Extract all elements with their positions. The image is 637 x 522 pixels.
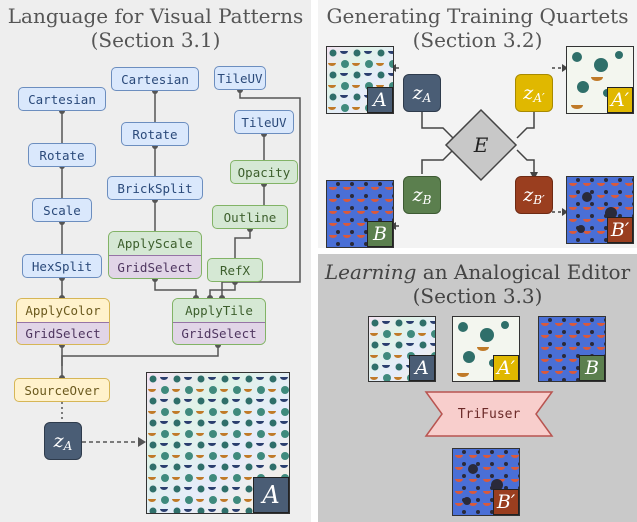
trifuser-block: TriFuser: [424, 390, 554, 438]
node-gridselect: GridSelect: [17, 321, 109, 344]
title-italic: Learning: [324, 260, 417, 284]
node-hexsplit: HexSplit: [22, 254, 102, 278]
language-panel-title: Language for Visual Patterns (Section 3.…: [0, 4, 311, 52]
label-b-prime: B′: [607, 217, 633, 243]
node-refx: RefX: [207, 258, 263, 282]
node-tileuv: TileUV: [214, 66, 266, 90]
label-b: B: [367, 221, 393, 247]
pattern-image-a: A: [326, 46, 394, 114]
latent-symbol: z: [523, 82, 534, 104]
section-ref: (Section 3.2): [412, 28, 543, 52]
latent-subscript: B: [422, 193, 432, 207]
latent-symbol: z: [53, 430, 64, 452]
node-applytile: ApplyTile: [173, 299, 265, 322]
pattern-image-a: A: [146, 372, 290, 514]
trifuser-label: TriFuser: [457, 406, 521, 422]
quartets-panel-title: Generating Training Quartets (Section 3.…: [318, 4, 637, 52]
title-rest: an Analogical Editor: [416, 260, 631, 284]
latent-symbol: z: [523, 184, 534, 206]
node-applycolor: ApplyColor: [17, 299, 109, 322]
diamond-shape: [444, 108, 518, 182]
title-line: Language for Visual Patterns: [7, 4, 304, 28]
node-opacity: Opacity: [230, 160, 298, 184]
pattern-image-b: B: [538, 316, 606, 382]
encoder-diamond: E: [444, 108, 518, 182]
pattern-image-b: B: [326, 180, 394, 248]
node-rotate: Rotate: [121, 122, 189, 146]
section-ref: (Section 3.3): [412, 284, 543, 308]
latent-subscript: A: [63, 439, 73, 453]
pattern-image-b-prime: B′: [452, 448, 520, 516]
label-a: A: [409, 355, 435, 381]
label-b: B: [579, 355, 605, 381]
encoder-label: E: [473, 133, 489, 157]
node-cartesian: Cartesian: [111, 67, 199, 91]
pattern-a-art: [369, 317, 435, 381]
title-line: Generating Training Quartets: [326, 4, 629, 28]
latent-subscript: A: [422, 91, 432, 105]
node-applyscale: ApplyScale: [109, 232, 201, 255]
label-b-prime: B′: [493, 489, 519, 515]
pattern-image-b-prime: B′: [566, 176, 634, 244]
latent-subscript: B′: [533, 193, 545, 207]
node-gridselect: GridSelect: [173, 321, 265, 344]
label-a-prime: A′: [607, 87, 633, 113]
label-a-prime: A′: [493, 355, 519, 381]
pattern-image-a: A: [368, 316, 436, 382]
node-applytile-gridselect: ApplyTile GridSelect: [172, 298, 266, 345]
node-rotate: Rotate: [28, 143, 96, 167]
node-bricksplit: BrickSplit: [107, 176, 203, 200]
node-gridselect: GridSelect: [109, 255, 201, 278]
editor-panel-title: Learning an Analogical Editor (Section 3…: [318, 260, 637, 308]
node-tileuv: TileUV: [234, 110, 294, 134]
label-a: A: [367, 87, 393, 113]
label-a: A: [253, 477, 289, 513]
node-scale: Scale: [32, 198, 92, 222]
title-line: Learning an Analogical Editor: [318, 260, 637, 284]
latent-symbol: z: [412, 82, 423, 104]
node-outline: Outline: [212, 205, 288, 229]
trifuser-shape: [424, 391, 554, 437]
node-cartesian: Cartesian: [18, 87, 106, 111]
node-applycolor-gridselect: ApplyColor GridSelect: [16, 298, 110, 345]
latent-symbol: z: [412, 184, 423, 206]
node-sourceover: SourceOver: [14, 378, 110, 402]
section-ref: (Section 3.1): [90, 28, 221, 52]
node-applyscale-gridselect: ApplyScale GridSelect: [108, 231, 202, 279]
pattern-image-a-prime: A′: [452, 316, 520, 382]
latent-subscript: A′: [533, 91, 545, 105]
pattern-image-a-prime: A′: [566, 46, 634, 114]
